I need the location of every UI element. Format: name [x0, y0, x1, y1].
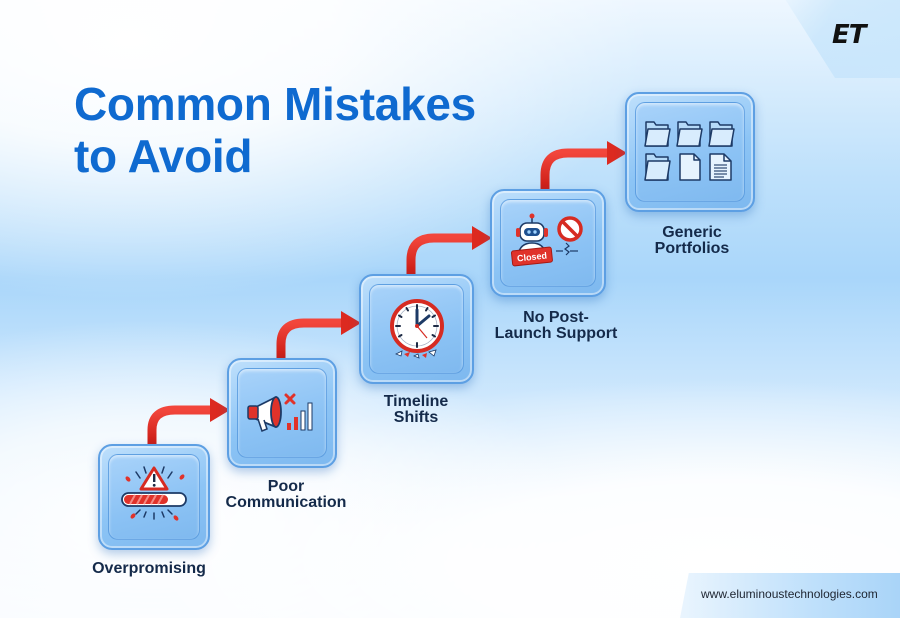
step-label-generic-portfolios: Generic Portfolios: [655, 225, 730, 257]
label-line: Generic: [662, 224, 722, 241]
step-label-poor-communication: Poor Communication: [226, 479, 347, 511]
megaphone-no-signal-icon: [247, 393, 313, 432]
document-icon: [709, 153, 732, 181]
folders-files-icon: [644, 121, 735, 181]
footer-band: [680, 573, 900, 618]
label-line: Launch Support: [494, 325, 618, 342]
step-timeline-shifts: [359, 274, 474, 384]
label-line: Portfolios: [654, 240, 730, 257]
step-inner: [108, 454, 200, 540]
label-line: Shifts: [393, 409, 439, 426]
step-no-post-launch-support: Closed: [490, 189, 606, 297]
closed-sign-text: Closed: [517, 250, 548, 263]
folder-icon: [644, 153, 671, 181]
broken-clock-icon: [389, 299, 444, 359]
page-title: Common Mistakes to Avoid: [74, 78, 476, 182]
website-url[interactable]: www.eluminoustechnologies.com: [701, 587, 878, 601]
step-generic-portfolios: [625, 92, 755, 212]
arrow-3-to-4: [406, 226, 492, 276]
step-inner: Closed: [500, 199, 596, 287]
step-label-overpromising: Overpromising: [92, 561, 206, 577]
folder-icon: [708, 121, 735, 147]
label-line: No Post-: [523, 309, 589, 326]
arrow-1-to-2: [147, 398, 230, 446]
step-inner: [369, 284, 464, 374]
folder-icon: [644, 121, 671, 147]
step-inner: [635, 102, 745, 202]
closed-support-bot-icon: Closed: [510, 213, 583, 267]
folder-icon: [676, 121, 703, 147]
label-line: Overpromising: [92, 560, 206, 577]
label-line: Timeline: [383, 393, 449, 410]
step-inner: [237, 368, 327, 458]
warning-progress-bar-icon: [121, 466, 187, 521]
arrow-2-to-3: [276, 311, 361, 360]
label-line: Communication: [225, 494, 347, 511]
step-label-timeline-shifts: Timeline Shifts: [384, 394, 449, 426]
file-icon: [679, 153, 701, 181]
arrow-4-to-5: [540, 141, 627, 191]
title-line-2: to Avoid: [74, 130, 253, 182]
step-overpromising: [98, 444, 210, 550]
step-label-no-post-launch-support: No Post- Launch Support: [495, 310, 618, 342]
title-line-1: Common Mistakes: [74, 78, 476, 130]
label-line: Poor: [267, 478, 305, 495]
step-poor-communication: [227, 358, 337, 468]
brand-logo: ET: [832, 20, 866, 50]
